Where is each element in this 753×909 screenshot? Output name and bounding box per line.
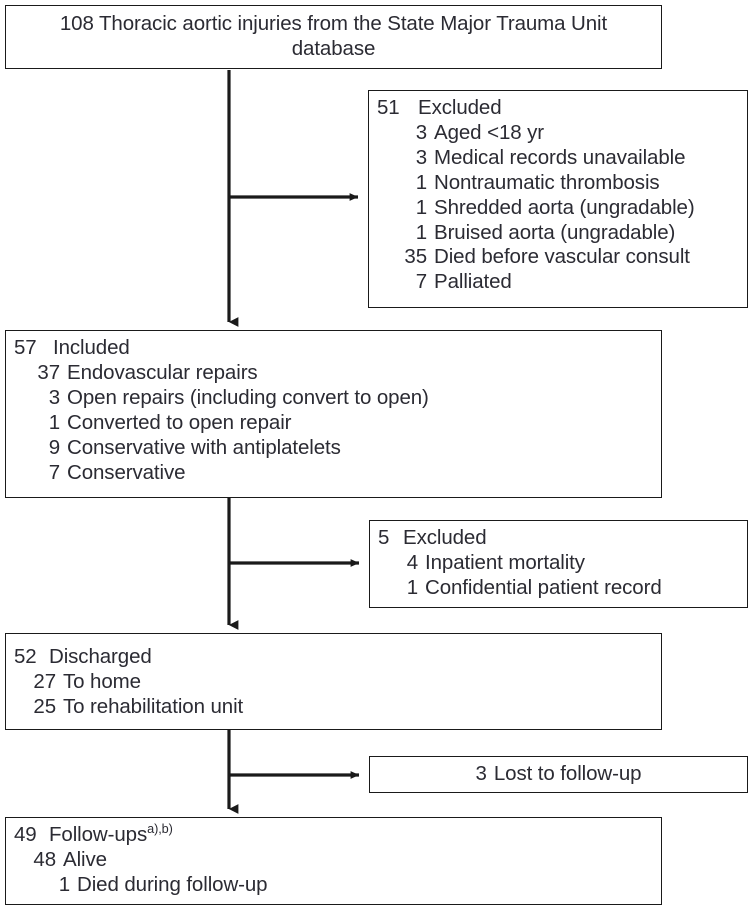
followups-label-text: Follow-ups <box>49 823 148 846</box>
list-item: 35 Died before vascular consult <box>393 245 739 270</box>
excluded-first-label: Excluded <box>418 96 502 119</box>
list-item: 9 Conservative with antiplatelets <box>28 436 653 461</box>
item-label: Shredded aorta (ungradable) <box>434 195 695 219</box>
item-label: Palliated <box>434 270 512 294</box>
item-count: 7 <box>48 460 60 484</box>
list-item: 48 Alive <box>28 848 653 873</box>
excluded-second-count: 5 <box>378 526 390 549</box>
node-excluded-first: 51 Excluded 3 Aged <18 yr 3 Medical reco… <box>368 90 748 308</box>
item-label: Medical records unavailable <box>434 145 686 169</box>
excluded-second-label: Excluded <box>403 526 487 549</box>
node-excluded-first-header: 51 Excluded <box>377 96 739 121</box>
list-item: 3 Medical records unavailable <box>393 146 739 171</box>
list-item: 4 Inpatient mortality <box>400 551 739 576</box>
item-label: Inpatient mortality <box>425 550 585 574</box>
list-item: 27 To home <box>28 670 653 695</box>
item-count: 3 <box>415 120 427 144</box>
included-count: 57 <box>14 336 37 359</box>
item-label: Conservative with antiplatelets <box>67 435 341 459</box>
item-count: 48 <box>33 847 56 871</box>
item-count: 4 <box>406 550 418 574</box>
item-count: 9 <box>48 435 60 459</box>
item-count: 1 <box>58 872 70 896</box>
list-item: 3 Aged <18 yr <box>393 121 739 146</box>
item-label: Nontraumatic thrombosis <box>434 170 660 194</box>
item-label: Converted to open repair <box>67 410 292 434</box>
item-label: Died during follow-up <box>77 872 268 896</box>
included-label: Included <box>53 336 130 359</box>
item-count: 3 <box>48 385 60 409</box>
list-item: 1 Confidential patient record <box>400 576 739 601</box>
list-item: 1 Nontraumatic thrombosis <box>393 171 739 196</box>
discharged-label: Discharged <box>49 645 152 668</box>
list-item: 1 Bruised aorta (ungradable) <box>393 221 739 246</box>
item-label: Confidential patient record <box>425 575 662 599</box>
list-item: 3 Open repairs (including convert to ope… <box>28 386 653 411</box>
node-discharged: 52 Discharged 27 To home 25 To rehabilit… <box>5 633 662 730</box>
item-label: Conservative <box>67 460 186 484</box>
item-label: To home <box>63 669 141 693</box>
item-count: 27 <box>33 669 56 693</box>
item-count: 1 <box>48 410 60 434</box>
node-source: 108 Thoracic aortic injuries from the St… <box>5 5 662 69</box>
list-item: 7 Palliated <box>393 270 739 295</box>
item-count: 35 <box>404 245 427 269</box>
item-label: Bruised aorta (ungradable) <box>434 220 676 244</box>
node-lost-to-followup: 3 Lost to follow-up <box>369 756 748 793</box>
followups-count: 49 <box>14 823 37 846</box>
node-excluded-second: 5 Excluded 4 Inpatient mortality 1 Confi… <box>369 520 748 608</box>
item-count: 1 <box>415 220 427 244</box>
item-label: Died before vascular consult <box>434 245 690 269</box>
excluded-first-count: 51 <box>377 96 400 119</box>
node-followups-header: 49 Follow-upsa),b) <box>14 821 653 848</box>
item-count: 7 <box>415 270 427 294</box>
lost-to-followup-count: 3 <box>475 761 487 785</box>
lost-to-followup-label: Lost to follow-up <box>493 761 642 785</box>
node-included: 57 Included 37 Endovascular repairs 3 Op… <box>5 330 662 498</box>
node-included-header: 57 Included <box>14 336 653 361</box>
item-count: 3 <box>415 145 427 169</box>
item-label: Endovascular repairs <box>67 360 258 384</box>
node-lost-to-followup-header: 3 Lost to follow-up <box>476 762 642 787</box>
item-label: Aged <18 yr <box>434 120 545 144</box>
node-source-text: 108 Thoracic aortic injuries from the St… <box>59 12 608 60</box>
item-label: Alive <box>63 847 107 871</box>
list-item: 1 Converted to open repair <box>28 411 653 436</box>
list-item: 25 To rehabilitation unit <box>28 695 653 720</box>
item-label: Open repairs (including convert to open) <box>67 385 429 409</box>
node-discharged-header: 52 Discharged <box>14 645 653 670</box>
item-count: 37 <box>37 360 60 384</box>
followups-footnote-marker: a),b) <box>147 821 173 837</box>
item-count: 1 <box>406 575 418 599</box>
list-item: 37 Endovascular repairs <box>28 361 653 386</box>
list-item: 1 Died during follow-up <box>42 873 653 898</box>
item-count: 1 <box>415 195 427 219</box>
list-item: 7 Conservative <box>28 461 653 486</box>
followups-label: Follow-upsa),b) <box>42 821 173 848</box>
node-followups: 49 Follow-upsa),b) 48 Alive 1 Died durin… <box>5 817 662 905</box>
node-excluded-second-header: 5 Excluded <box>378 526 739 551</box>
item-label: To rehabilitation unit <box>63 694 244 718</box>
item-count: 25 <box>33 694 56 718</box>
item-count: 1 <box>415 170 427 194</box>
list-item: 1 Shredded aorta (ungradable) <box>393 196 739 221</box>
discharged-count: 52 <box>14 645 37 668</box>
